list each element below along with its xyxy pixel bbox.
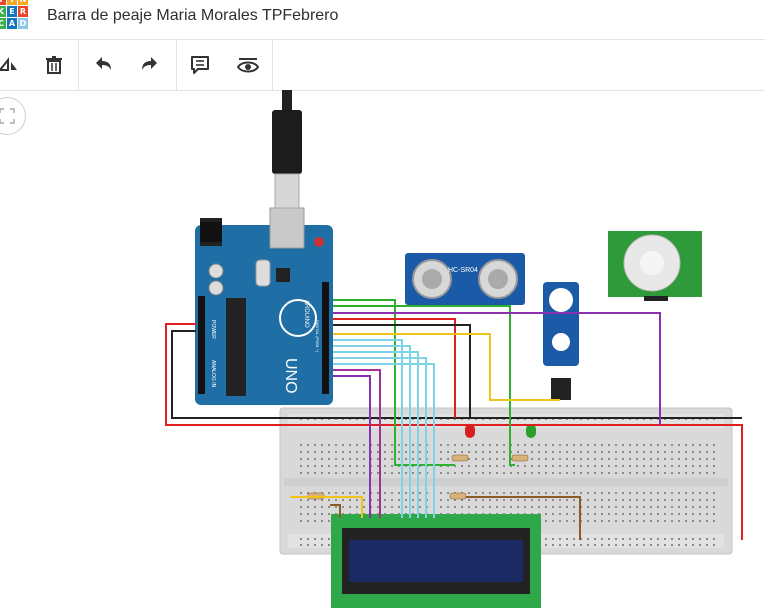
arduino-analog-label: ANALOG IN [210,360,216,388]
eye-icon [236,58,260,73]
toolbar-separator [176,40,177,90]
logo-letter: A [7,18,17,29]
logo-letter: K [0,6,6,17]
arduino-digital-label: DIGITAL (PWM ~) [315,320,320,353]
arduino-power-label: POWER [210,320,216,339]
logo-letter: T [0,0,6,5]
servo-motor[interactable] [543,282,579,400]
redo-icon [142,57,157,70]
fit-view-icon [0,108,15,124]
toolbar [0,39,765,91]
pir-sensor[interactable] [608,231,702,301]
rotate-icon [0,57,17,71]
usb-cable[interactable] [272,90,302,209]
logo-letter: C [0,18,6,29]
arduino-uno-label: UNO [282,358,299,394]
wires[interactable] [165,299,743,540]
led-red[interactable] [465,424,475,438]
arduino-uno[interactable]: UNO ARDUINO POWER ANALOG IN DIGITAL (PWM… [195,207,333,405]
delete-button[interactable] [38,49,70,81]
circuit-canvas[interactable]: UNO ARDUINO POWER ANALOG IN DIGITAL (PWM… [0,90,765,616]
notes-icon [191,56,209,74]
rotate-button[interactable] [0,49,24,81]
toolbar-separator [78,40,79,90]
app-header: TIN KER CAD Barra de peaje Maria Morales T… [0,0,765,38]
ultrasonic-sensor[interactable]: HC-SR04 [405,253,525,305]
ultrasonic-label: HC-SR04 [448,267,478,274]
tinkercad-logo[interactable]: TIN KER CAD [0,0,30,36]
resistors[interactable] [307,454,529,500]
lcd-display[interactable] [331,514,541,608]
redo-button[interactable] [134,49,166,81]
undo-icon [96,57,111,70]
project-title[interactable]: Barra de peaje Maria Morales TPFebrero [47,7,339,24]
logo-letter: R [18,6,28,17]
notes-button[interactable] [184,49,216,81]
toolbar-separator [272,40,273,90]
logo-letter: I [7,0,17,5]
arduino-brand-label: ARDUINO [303,300,309,328]
trash-icon [46,56,62,74]
led-green[interactable] [526,424,536,438]
logo-letter: D [18,18,28,29]
logo-letter: N [18,0,28,5]
logo-letter: E [7,6,17,17]
visibility-button[interactable] [232,49,264,81]
undo-button[interactable] [87,49,119,81]
